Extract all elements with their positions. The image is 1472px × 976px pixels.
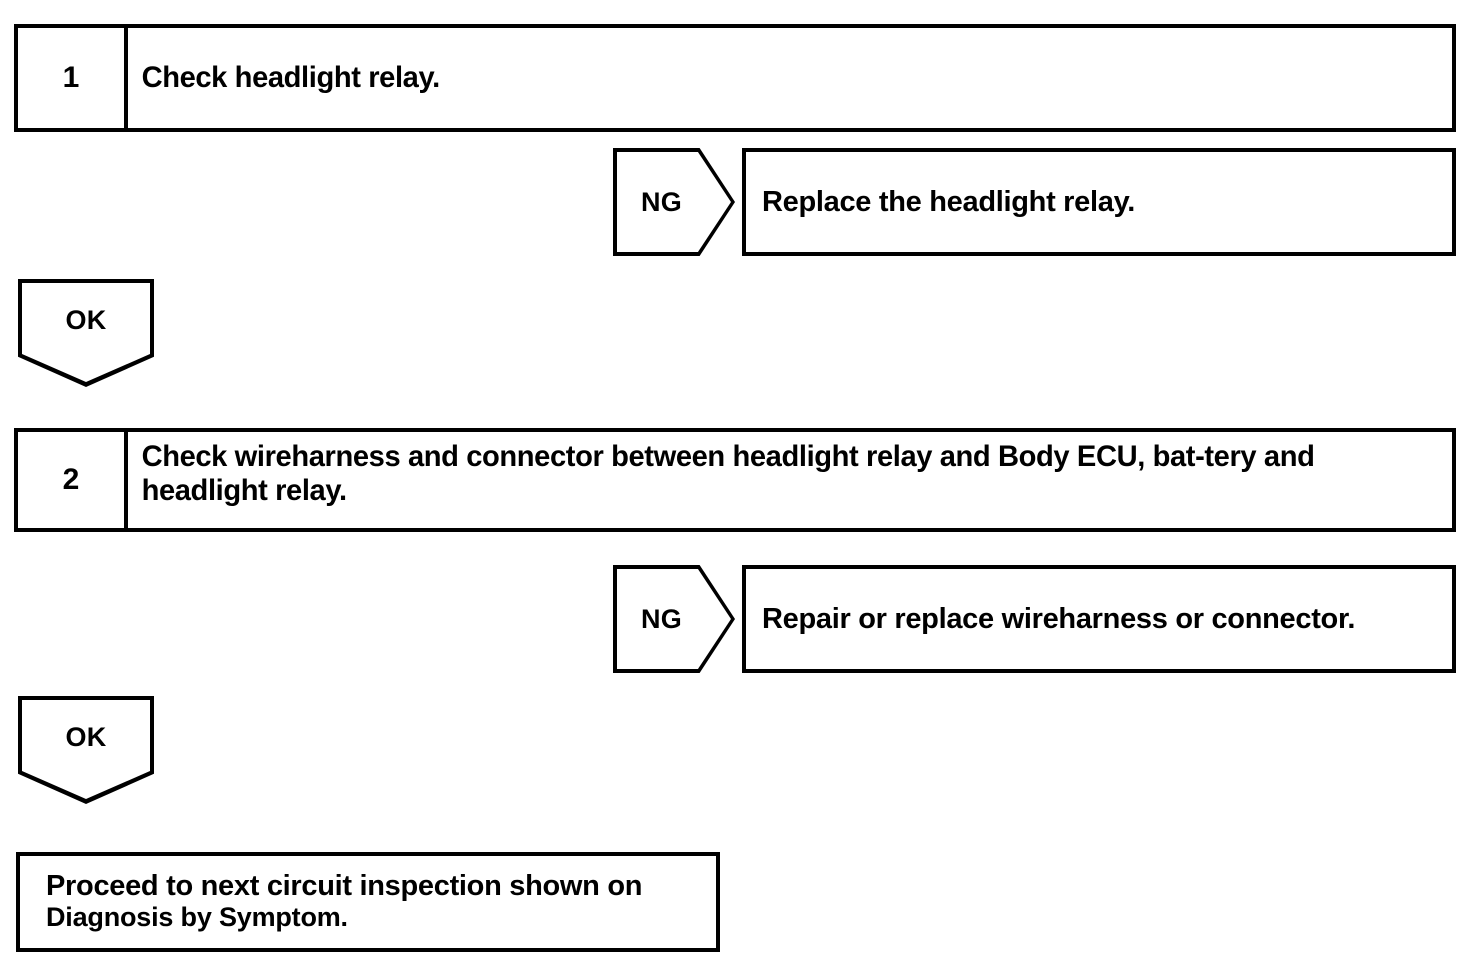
step-box-2: 2 Check wireharness and connector betwee… (14, 428, 1456, 532)
final-conclusion-box: Proceed to next circuit inspection shown… (16, 852, 720, 952)
step-number-1: 1 (18, 28, 128, 128)
ok-arrow-1: OK (18, 279, 154, 387)
ng-arrow-1: NG (613, 148, 735, 256)
final-text-line-1: Proceed to next circuit inspection shown… (46, 870, 643, 902)
action-box-2: Repair or replace wireharness or connect… (742, 565, 1456, 673)
step-text-2: Check wireharness and connector between … (141, 440, 1315, 507)
step-text-1: Check headlight relay. (141, 61, 441, 95)
step-box-1: 1 Check headlight relay. (14, 24, 1456, 132)
ng-branch-1: NG Replace the headlight relay. (613, 148, 1456, 256)
ng-label-1: NG (617, 152, 731, 252)
final-text-line-2: Diagnosis by Symptom. (46, 902, 348, 933)
ng-arrow-2: NG (613, 565, 735, 673)
ng-label-2: NG (617, 569, 731, 669)
ok-label-1: OK (22, 283, 150, 382)
ok-label-2: OK (22, 700, 150, 799)
action-box-1: Replace the headlight relay. (742, 148, 1456, 256)
ok-arrow-2: OK (18, 696, 154, 804)
step-number-2: 2 (18, 432, 128, 528)
ng-branch-2: NG Repair or replace wireharness or conn… (613, 565, 1456, 673)
